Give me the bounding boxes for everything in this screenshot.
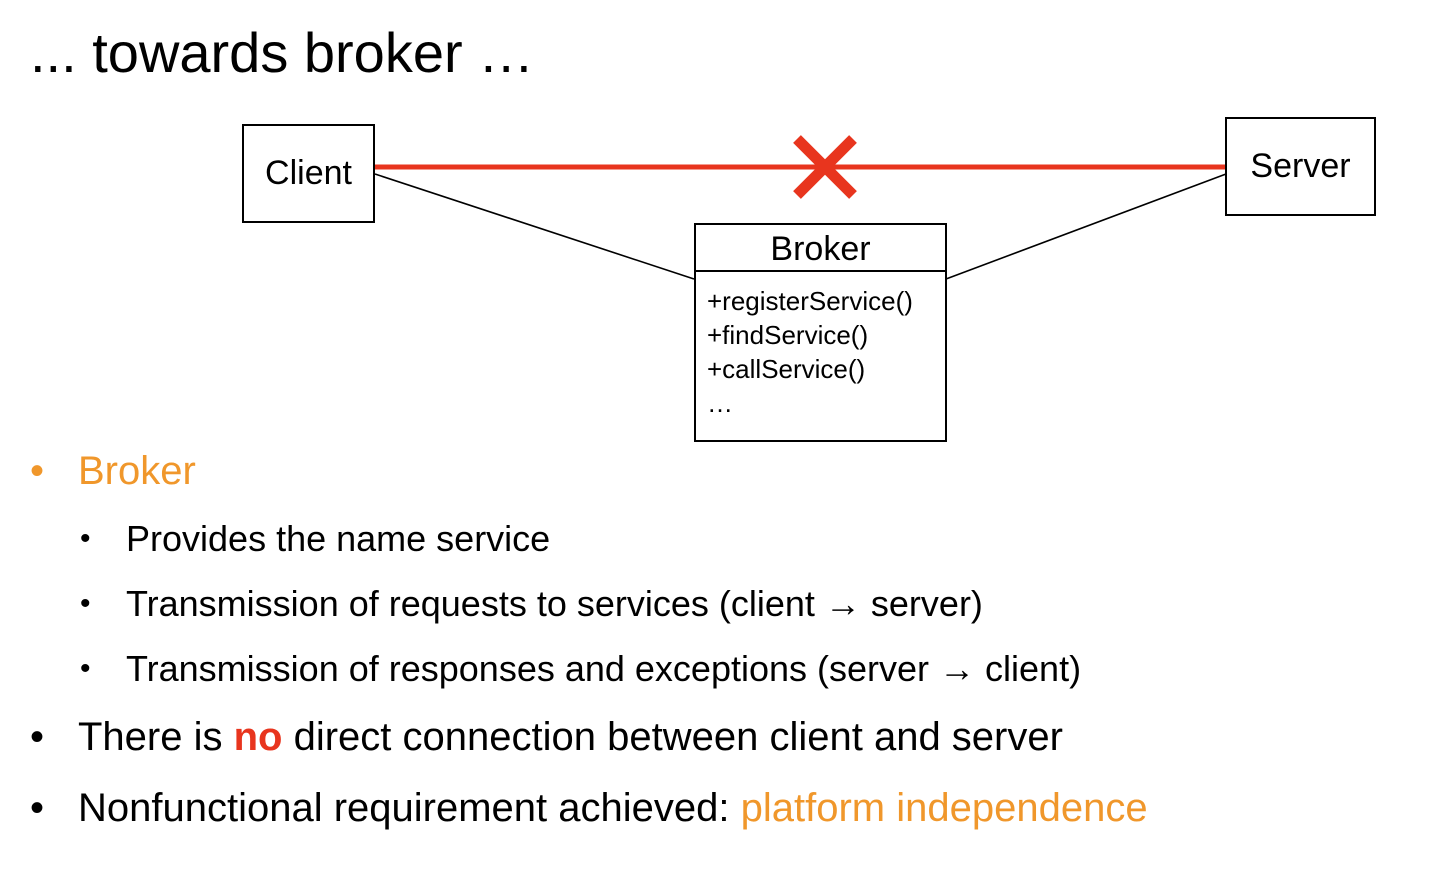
- bullet-dot: •: [30, 449, 45, 493]
- broker-operation: +registerService(): [707, 286, 913, 316]
- bullet-broker: • Broker: [30, 447, 196, 495]
- slide-title: ... towards broker …: [30, 21, 535, 84]
- broker-server-line: [945, 173, 1227, 280]
- cross-mark-icon: [793, 135, 857, 199]
- broker-heading: Broker: [78, 449, 196, 493]
- client-box: Client: [242, 124, 375, 223]
- bullet-dot: •: [30, 715, 45, 759]
- client-broker-line: [374, 173, 695, 280]
- sub-bullet-text: Transmission of requests to services (cl…: [126, 583, 983, 624]
- bullet-dot: •: [30, 786, 45, 830]
- broker-operations: +registerService() +findService() +callS…: [696, 272, 945, 420]
- broker-operation: …: [707, 388, 733, 418]
- bullet-dot: •: [80, 522, 91, 555]
- broker-class-box: Broker +registerService() +findService()…: [694, 223, 947, 442]
- broker-operation: +callService(): [707, 354, 866, 384]
- bullet-text-after: direct connection between client and ser…: [282, 715, 1063, 759]
- highlight-no: no: [233, 715, 283, 759]
- bullet-text-before: There is: [78, 715, 234, 759]
- sub-bullet-name-service: • Provides the name service: [80, 517, 551, 561]
- client-label: Client: [265, 154, 352, 192]
- bullet-dot: •: [80, 587, 91, 620]
- sub-bullet-text: Transmission of responses and exceptions…: [126, 648, 1082, 689]
- server-box: Server: [1225, 117, 1376, 216]
- bullet-dot: •: [80, 652, 91, 685]
- sub-bullet-text: Provides the name service: [126, 518, 551, 559]
- broker-operation: +findService(): [707, 320, 869, 350]
- bullet-no-direct-connection: • There is no direct connection between …: [30, 713, 1063, 761]
- sub-bullet-requests: • Transmission of requests to services (…: [80, 582, 983, 626]
- highlight-platform-independence: platform independence: [740, 786, 1148, 830]
- sub-bullet-responses: • Transmission of responses and exceptio…: [80, 647, 1082, 691]
- server-label: Server: [1250, 147, 1351, 185]
- bullet-nonfunctional: • Nonfunctional requirement achieved: pl…: [30, 784, 1148, 832]
- broker-class-name: Broker: [696, 225, 945, 272]
- bullet-text-before: Nonfunctional requirement achieved:: [78, 786, 741, 830]
